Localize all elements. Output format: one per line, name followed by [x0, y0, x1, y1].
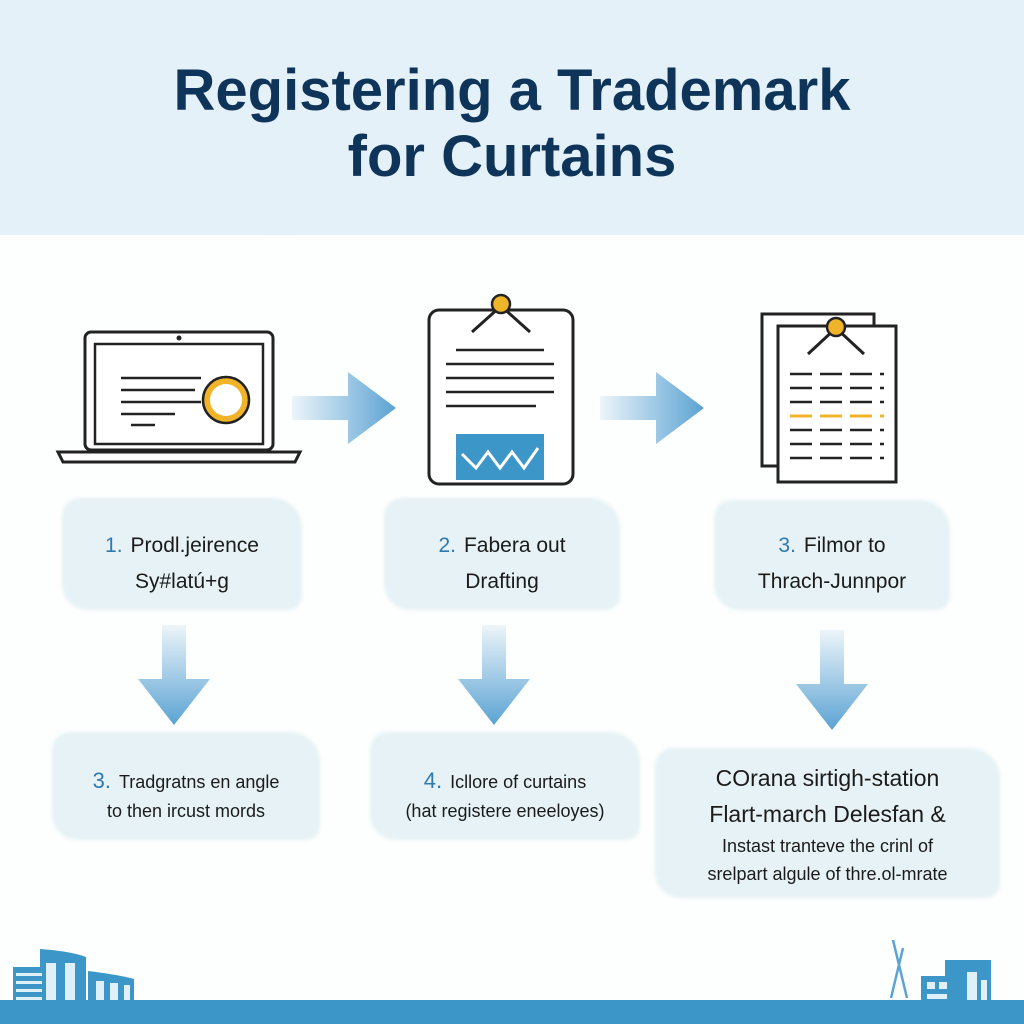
- step-line: Flart-march Delesfan &: [709, 801, 946, 827]
- header-wave: [0, 215, 1024, 236]
- step-line: to then ircust mords: [106, 801, 266, 821]
- step-number: 3.: [92, 768, 111, 793]
- arrow-right-icon: [292, 372, 396, 444]
- step-5-text: 4. Icllore of curtains (hat registere ene…: [370, 766, 640, 826]
- step-line: (hat registere eneeloyes): [405, 801, 605, 821]
- step-line: Thrach-Junnpor: [757, 570, 907, 593]
- step-line: COrana sirtigh-station: [715, 765, 940, 791]
- step-line: srelpart algule of thre.ol-mrate: [707, 864, 948, 884]
- footer-bar: [0, 1000, 1024, 1024]
- clipboard-icon: [427, 293, 575, 486]
- buildings-left-icon: [13, 949, 134, 1003]
- laptop-icon: [55, 330, 303, 464]
- step-3-text: 3. Filmor to Thrach-Junnpor: [714, 528, 950, 600]
- buildings-right-icon: [889, 940, 991, 1002]
- step-line: Fabera out: [463, 534, 566, 557]
- step-1-background: [62, 498, 302, 610]
- title-line-1: Registering a Trademark: [173, 58, 851, 123]
- step-number: 2.: [438, 534, 456, 557]
- step-line: Filmor to: [803, 534, 886, 557]
- arrow-down-icon: [796, 630, 868, 730]
- arrow-right-icon: [600, 372, 704, 444]
- step-line: Drafting: [465, 570, 539, 593]
- step-line: Sy#latú+g: [135, 570, 229, 593]
- step-6-background: [655, 748, 1000, 898]
- step-number: 3.: [778, 534, 796, 557]
- step-line: Icllore of curtains: [450, 772, 587, 792]
- arrow-down-icon: [458, 625, 530, 725]
- step-1-text: 1. Prodl.jeirence Sy#latú+g: [62, 528, 302, 600]
- step-2-background: [384, 498, 620, 610]
- step-4-text: 3. Tradgratns en angle to then ircust mor…: [52, 766, 320, 826]
- title-line-2: for Curtains: [347, 124, 677, 189]
- arrow-down-icon: [138, 625, 210, 725]
- step-4-background: [52, 732, 320, 840]
- documents-icon: [760, 312, 898, 484]
- step-number: 4.: [423, 768, 443, 793]
- step-number: 1.: [105, 534, 123, 557]
- step-6-text: COrana sirtigh-station Flart-march Deles…: [655, 760, 1000, 888]
- page-title: Registering a Trademark for Curtains: [0, 58, 1024, 190]
- header-band: [0, 0, 1024, 235]
- step-3-background: [714, 500, 950, 610]
- step-line: Prodl.jeirence: [130, 534, 259, 557]
- step-line: Tradgratns en angle: [118, 772, 280, 792]
- step-5-background: [370, 732, 640, 840]
- step-line: Instast tranteve the crinl of: [721, 836, 934, 856]
- step-2-text: 2. Fabera out Drafting: [384, 528, 620, 600]
